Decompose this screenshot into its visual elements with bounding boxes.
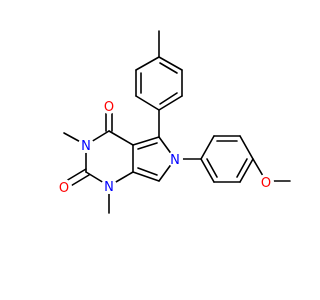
bond-aryl-3 (239, 135, 254, 160)
structure-diagram: O O N N N O (56, 30, 291, 214)
bond-c4-c4a (108, 130, 134, 146)
bond-tolyl-4 (158, 56, 183, 71)
bond-c5-c4a-inner (137, 142, 158, 150)
atom-n-pyrrole: N (170, 153, 180, 168)
bond-tolyl-inner-3 (159, 92, 178, 105)
bond-c7-c7a (132, 171, 160, 182)
o-top-bg (101, 98, 117, 114)
atom-o-methoxy: O (261, 176, 271, 191)
bond-tolyl-1 (135, 95, 160, 111)
bond-tolyl-3 (135, 56, 160, 71)
n1-bg (101, 178, 117, 194)
n3-bg (78, 137, 94, 153)
bond-aryl-4 (239, 158, 254, 183)
bond-tolyl-inner-2 (159, 62, 178, 74)
bond-c2-o-b (68, 174, 90, 188)
bond-aryl-inner-2 (236, 158, 248, 178)
bond-aryl-1 (200, 135, 215, 160)
n6-bg (167, 151, 183, 167)
o-methoxy-bg (258, 174, 274, 190)
atom-n-pyrimidine-top: N (81, 139, 91, 154)
atom-o-left: O (59, 181, 69, 196)
bond-aryl-inner-3 (206, 158, 218, 178)
atom-n-pyrimidine-bottom: N (104, 180, 114, 195)
molecule-drawing: O O N N N O (56, 30, 291, 214)
bond-c7-c7a-inner (137, 167, 158, 176)
bond-c2-o-a (65, 168, 87, 182)
bond-c4a-c5 (132, 136, 160, 146)
bond-aryl-6 (200, 158, 215, 183)
o-left-bg (56, 179, 72, 195)
bond-tolyl-6 (158, 95, 183, 111)
atom-o-top: O (104, 100, 114, 115)
